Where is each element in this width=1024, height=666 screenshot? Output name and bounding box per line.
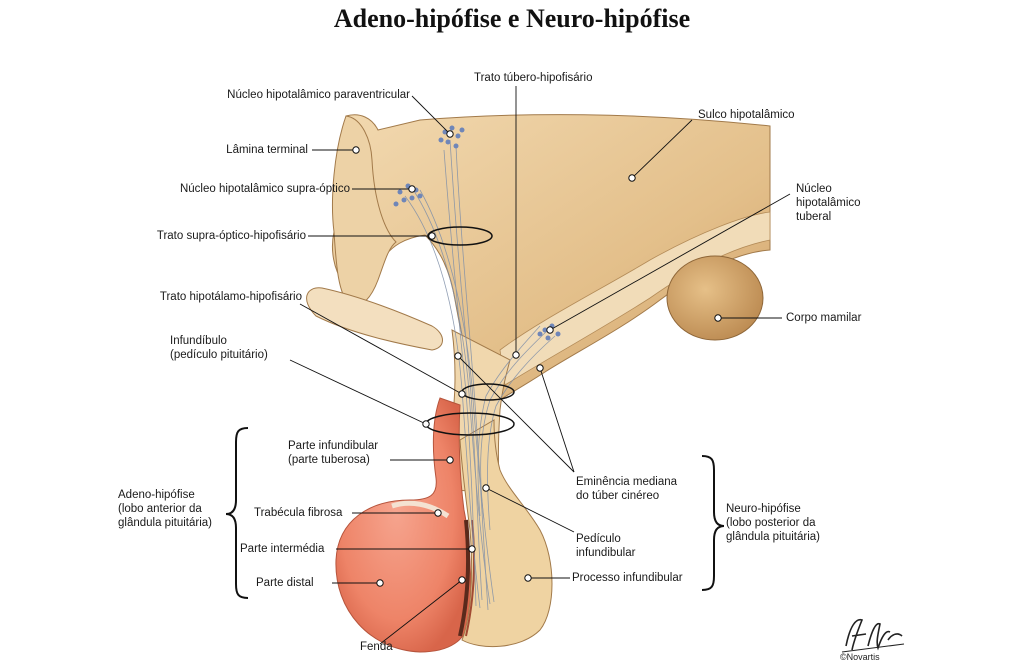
optic-chiasm	[306, 287, 443, 351]
neuro-brace	[701, 455, 725, 591]
label-hypothalamo-tract: Trato hipotálamo-hipofisário	[159, 291, 302, 303]
label-infundibular-process: Processo infundibular	[572, 572, 683, 584]
label-trabecula: Trabécula fibrosa	[254, 507, 343, 519]
lamina-terminal-fold	[332, 115, 397, 306]
mamillary-body-shape	[666, 255, 764, 341]
label-adenohypophysis: Adeno-hipófise (lobo anterior da glândul…	[118, 489, 212, 529]
label-neurohypophysis: Neuro-hipófise (lobo posterior da glându…	[726, 503, 820, 543]
median-eminence-ridge	[499, 211, 771, 386]
pointer-dots	[352, 130, 722, 587]
label-paraventricular: Núcleo hipotalâmico paraventricular	[227, 89, 410, 101]
label-median-eminence: Eminência mediana do túber cinéreo	[576, 476, 678, 502]
supraoptic-nuclei	[393, 183, 423, 207]
label-infundibulum: Infundíbulo (pedículo pituitário)	[170, 335, 268, 361]
label-lamina-terminal: Lâmina terminal	[226, 144, 308, 156]
label-cleft: Fenda	[360, 641, 393, 653]
leader-lines	[289, 86, 791, 645]
label-tubero-tract: Trato túbero-hipofisário	[474, 72, 593, 84]
adenohypophysis-shape	[335, 397, 472, 653]
neurohypophysis-shape	[459, 419, 553, 648]
label-infundibular-stalk: Pedículo infundibular	[576, 533, 636, 559]
artist-signature	[841, 618, 905, 653]
page-title: Adeno-hipófise e Neuro-hipófise	[333, 4, 691, 33]
trabecula	[391, 500, 450, 519]
copyright-text: ©Novartis	[840, 652, 880, 662]
label-pars-infundibular: Parte infundibular (parte tuberosa)	[288, 440, 379, 466]
paraventricular-nuclei	[438, 125, 465, 149]
label-sulcus: Sulco hipotalâmico	[698, 109, 795, 121]
label-pars-distal: Parte distal	[256, 577, 314, 589]
label-mamillary: Corpo mamilar	[786, 312, 862, 324]
cleft-line	[458, 519, 470, 637]
label-pars-intermedia: Parte intermédia	[240, 543, 325, 555]
label-tuberal-nucleus: Núcleo hipotalâmico tuberal	[796, 183, 861, 223]
adeno-brace	[225, 427, 249, 599]
label-supraoptic-nucleus: Núcleo hipotalâmico supra-óptico	[179, 183, 350, 195]
label-supraoptic-tract: Trato supra-óptico-hipofisário	[156, 230, 306, 242]
